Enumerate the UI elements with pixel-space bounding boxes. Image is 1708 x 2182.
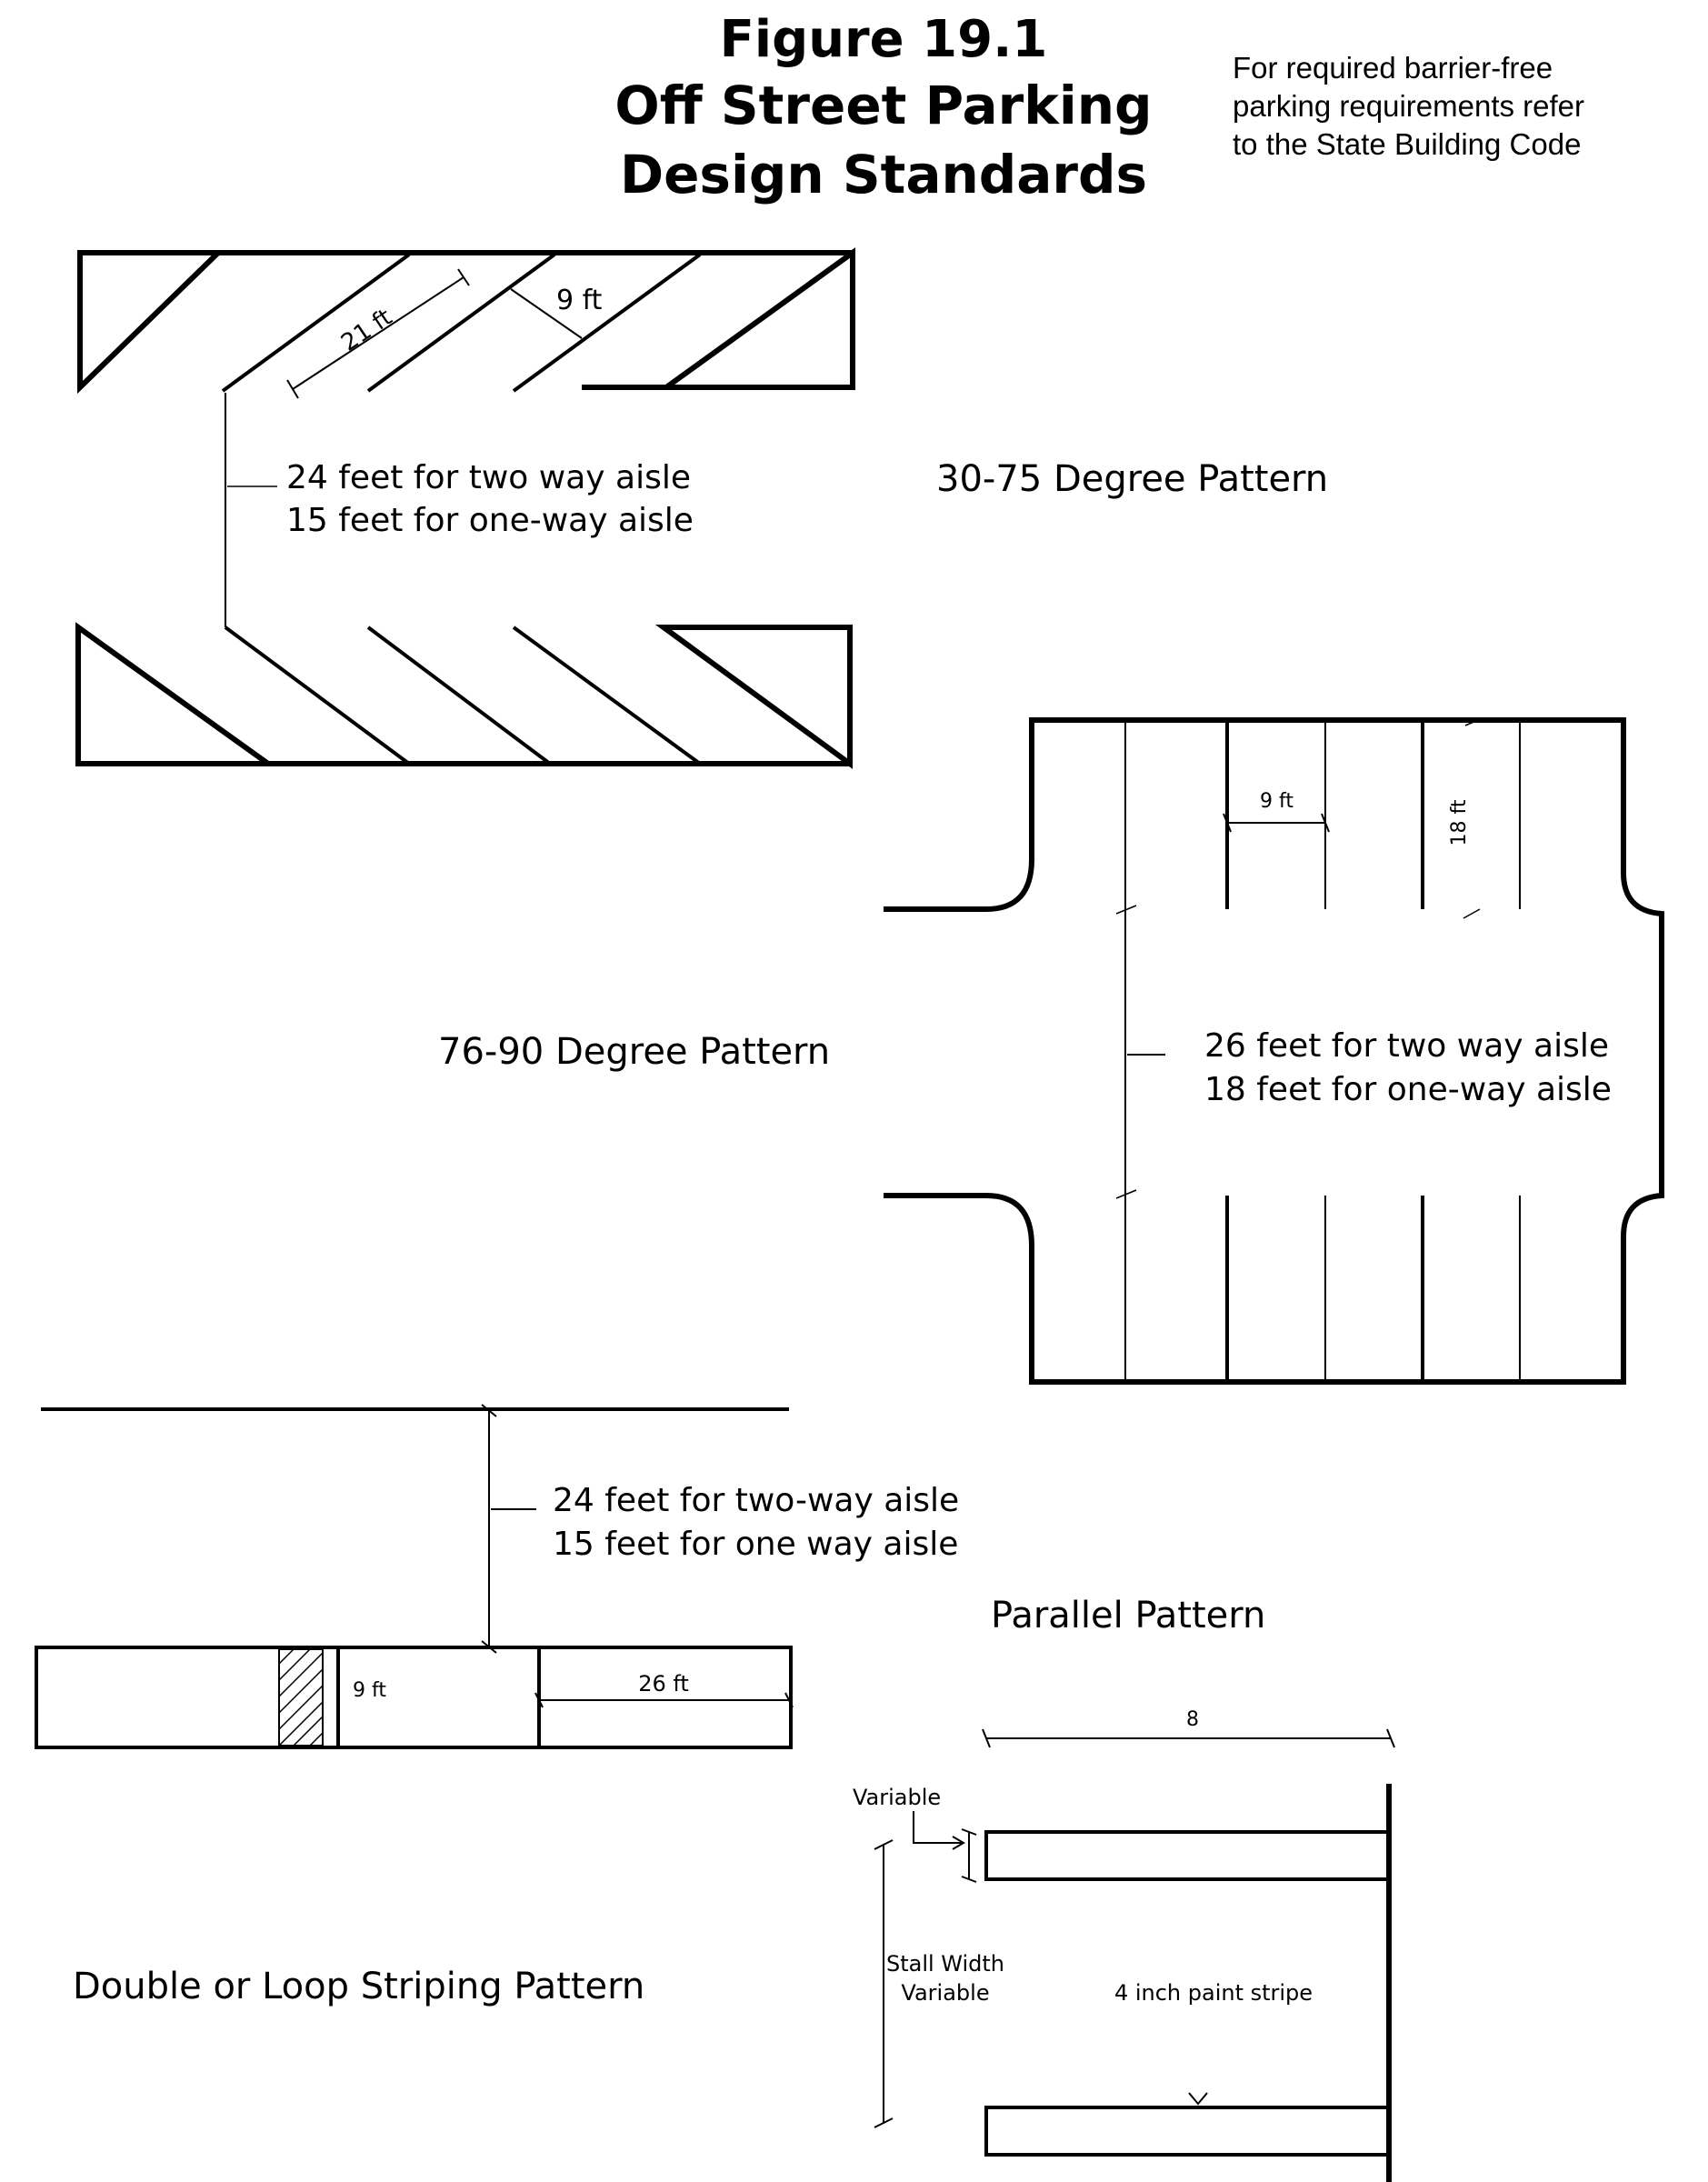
dimension-tick [1115, 905, 1137, 915]
angled-stall-length-dimension [292, 276, 464, 390]
hatch-line [278, 1648, 311, 1681]
parallel-paint-stripe-bottom [984, 2106, 1391, 2157]
dimension-tick [1321, 813, 1330, 833]
dimension-tick [1115, 1189, 1137, 1199]
angled-stall-width-dimension [510, 288, 583, 339]
figure-number: Figure 19.1 [720, 10, 1048, 69]
angled-stall-line [224, 626, 411, 766]
dimension-tick [874, 1839, 894, 1850]
dimension-tick [481, 1404, 497, 1417]
angled-bottom-right-triangle [654, 625, 853, 769]
perpendicular-pattern-label: 76-90 Degree Pattern [438, 1031, 830, 1073]
parallel-paint-stripe-label: 4 inch paint stripe [1114, 1980, 1313, 2006]
loop-aisle-one-way-label: 15 feet for one way aisle [553, 1526, 958, 1563]
loop-striping-diagram: 24 feet for two-way aisle 15 feet for on… [35, 1404, 959, 2007]
parallel-paint-stripe-pointer [1188, 2092, 1208, 2106]
loop-stall-width-label: 9 ft [353, 1679, 386, 1702]
barrier-free-note-line3: to the State Building Code [1233, 127, 1581, 161]
angled-aisle-two-way-label: 24 feet for two way aisle [286, 459, 691, 496]
perpendicular-aisle-two-way-label: 26 feet for two way aisle [1204, 1027, 1609, 1065]
dimension-tick [874, 2117, 894, 2128]
hatch-line [278, 1685, 324, 1730]
perpendicular-aisle-one-way-label: 18 feet for one-way aisle [1204, 1071, 1612, 1108]
dimension-tick [982, 1728, 991, 1748]
hatch-line [278, 1652, 324, 1697]
angled-stall-line [366, 253, 556, 393]
angled-stall-line [366, 626, 552, 766]
angled-stall-line [512, 253, 702, 393]
parallel-variable-arrowhead [952, 1836, 965, 1850]
figure-header: Figure 19.1 Off Street Parking Design St… [614, 10, 1584, 205]
barrier-free-note-line1: For required barrier-free [1233, 51, 1553, 85]
hatch-line [278, 1648, 295, 1665]
dimension-tick [286, 379, 299, 399]
perpendicular-parking-diagram: 9 ft 18 ft 26 feet for two way aisle 18 … [438, 717, 1664, 1385]
loop-stall-length-label: 26 ft [638, 1671, 689, 1697]
parallel-variable-label: Variable [853, 1785, 941, 1810]
dimension-tick [457, 268, 470, 286]
angled-top-right-triangle [657, 247, 855, 390]
dimension-tick [1223, 813, 1232, 833]
angled-stall-length-label: 21 ft [336, 304, 397, 357]
hatch-line [278, 1668, 324, 1714]
angled-stall-line [512, 626, 702, 766]
perpendicular-stall-width-label: 9 ft [1260, 790, 1293, 813]
parallel-parking-diagram: Parallel Pattern 8 Variable Stall Width … [853, 1595, 1395, 2182]
dimension-tick [1463, 908, 1481, 919]
figure-title-line2: Design Standards [620, 144, 1147, 205]
loop-aisle-two-way-label: 24 feet for two-way aisle [553, 1482, 959, 1519]
hatch-line [278, 1701, 324, 1747]
angled-top-left-triangle [77, 250, 225, 395]
hatch-line [309, 1732, 324, 1747]
loop-pattern-label: Double or Loop Striping Pattern [73, 1966, 644, 2007]
dimension-tick [961, 1876, 977, 1883]
loop-parking-row [35, 1646, 793, 1749]
angled-pattern-label: 30-75 Degree Pattern [936, 458, 1328, 500]
angled-bottom-left-triangle [75, 622, 277, 766]
barrier-free-note-line2: parking requirements refer [1233, 89, 1584, 123]
figure-title-line1: Off Street Parking [614, 75, 1152, 136]
parallel-stall-width-label-line2: Variable [901, 1980, 989, 2006]
dimension-tick [784, 1692, 794, 1708]
parallel-stall-width-label-line1: Stall Width [886, 1951, 1004, 1977]
perpendicular-stall-length-label: 18 ft [1448, 799, 1471, 846]
parallel-pattern-label: Parallel Pattern [991, 1595, 1265, 1636]
dimension-tick [961, 1828, 977, 1836]
parallel-top-dimension-label: 8 [1186, 1708, 1199, 1731]
angled-stall-width-label: 9 ft [556, 285, 603, 316]
angled-aisle-one-way-label: 15 feet for one-way aisle [286, 502, 694, 539]
parallel-variable-leader [913, 1811, 962, 1844]
loop-hatched-stripe [278, 1648, 324, 1747]
perpendicular-lot-outline [884, 717, 1664, 1385]
dimension-tick [534, 1692, 544, 1708]
angled-stall-line [221, 253, 411, 393]
hatch-line [293, 1716, 324, 1747]
dimension-tick [1464, 719, 1479, 726]
angled-parking-diagram: 21 ft 9 ft 24 feet for two way aisle 15 … [75, 247, 1328, 769]
parallel-paint-stripe-top [984, 1830, 1391, 1881]
dimension-tick [1386, 1728, 1395, 1748]
